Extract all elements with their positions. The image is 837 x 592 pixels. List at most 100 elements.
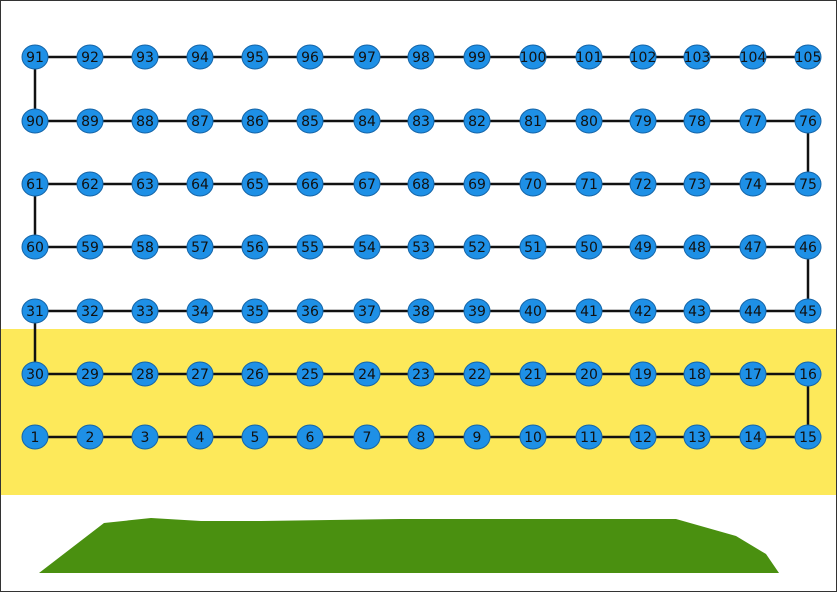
node-58: 58	[131, 234, 159, 260]
node-87: 87	[186, 108, 214, 134]
node-81: 81	[519, 108, 547, 134]
node-label: 39	[468, 304, 486, 320]
node-circle	[629, 171, 657, 197]
node-label: 19	[634, 367, 652, 383]
node-label: 75	[799, 177, 817, 193]
node-label: 89	[81, 114, 99, 130]
node-circle	[21, 298, 49, 324]
node-label: 98	[412, 50, 430, 66]
node-19: 19	[629, 361, 657, 387]
node-circle	[519, 361, 547, 387]
node-circle	[353, 361, 381, 387]
node-label: 2	[86, 430, 95, 446]
node-1: 1	[21, 424, 49, 450]
node-95: 95	[241, 44, 269, 70]
node-label: 30	[26, 367, 44, 383]
node-circle	[794, 424, 822, 450]
node-circle	[683, 361, 711, 387]
node-80: 80	[575, 108, 603, 134]
node-59: 59	[76, 234, 104, 260]
node-label: 69	[468, 177, 486, 193]
node-label: 45	[799, 304, 817, 320]
node-circle	[575, 298, 603, 324]
node-label: 80	[580, 114, 598, 130]
node-label: 9	[473, 430, 482, 446]
node-71: 71	[575, 171, 603, 197]
node-circle	[131, 361, 159, 387]
node-circle	[739, 234, 767, 260]
node-31: 31	[21, 298, 49, 324]
node-85: 85	[296, 108, 324, 134]
node-39: 39	[463, 298, 491, 324]
node-circle	[794, 44, 822, 70]
node-label: 64	[191, 177, 209, 193]
node-circle	[296, 424, 324, 450]
node-label: 84	[358, 114, 376, 130]
node-93: 93	[131, 44, 159, 70]
node-circle	[131, 108, 159, 134]
node-52: 52	[463, 234, 491, 260]
node-label: 94	[191, 50, 209, 66]
node-label: 35	[246, 304, 264, 320]
node-circle	[186, 298, 214, 324]
node-label: 42	[634, 304, 652, 320]
node-99: 99	[463, 44, 491, 70]
node-circle	[739, 361, 767, 387]
node-label: 71	[580, 177, 598, 193]
node-label: 7	[363, 430, 372, 446]
node-circle	[296, 298, 324, 324]
node-label: 102	[630, 50, 657, 66]
node-86: 86	[241, 108, 269, 134]
node-circle	[296, 361, 324, 387]
node-circle	[76, 361, 104, 387]
node-circle	[575, 44, 603, 70]
node-circle	[21, 171, 49, 197]
node-circle	[21, 44, 49, 70]
node-circle	[407, 424, 435, 450]
node-circle	[407, 44, 435, 70]
node-circle	[463, 298, 491, 324]
node-37: 37	[353, 298, 381, 324]
node-circle	[519, 171, 547, 197]
node-64: 64	[186, 171, 214, 197]
node-49: 49	[629, 234, 657, 260]
node-label: 86	[246, 114, 264, 130]
node-16: 16	[794, 361, 822, 387]
node-circle	[463, 424, 491, 450]
node-label: 91	[26, 50, 44, 66]
node-circle	[131, 298, 159, 324]
node-circle	[683, 171, 711, 197]
node-circle	[241, 171, 269, 197]
node-label: 27	[191, 367, 209, 383]
node-circle	[683, 424, 711, 450]
node-label: 62	[81, 177, 99, 193]
node-3: 3	[131, 424, 159, 450]
node-label: 81	[524, 114, 542, 130]
node-26: 26	[241, 361, 269, 387]
node-circle	[296, 44, 324, 70]
node-circle	[241, 424, 269, 450]
node-label: 34	[191, 304, 209, 320]
node-73: 73	[683, 171, 711, 197]
node-40: 40	[519, 298, 547, 324]
node-circle	[794, 108, 822, 134]
node-label: 50	[580, 240, 598, 256]
node-label: 13	[688, 430, 706, 446]
node-15: 15	[794, 424, 822, 450]
node-label: 48	[688, 240, 706, 256]
node-label: 104	[740, 50, 767, 66]
node-label: 15	[799, 430, 817, 446]
node-label: 10	[524, 430, 542, 446]
node-circle	[21, 424, 49, 450]
node-label: 96	[301, 50, 319, 66]
node-103: 103	[683, 44, 711, 70]
node-label: 59	[81, 240, 99, 256]
node-circle	[739, 171, 767, 197]
node-label: 11	[580, 430, 598, 446]
node-circle	[739, 298, 767, 324]
node-label: 90	[26, 114, 44, 130]
node-14: 14	[739, 424, 767, 450]
node-label: 58	[136, 240, 154, 256]
node-circle	[131, 424, 159, 450]
node-label: 12	[634, 430, 652, 446]
